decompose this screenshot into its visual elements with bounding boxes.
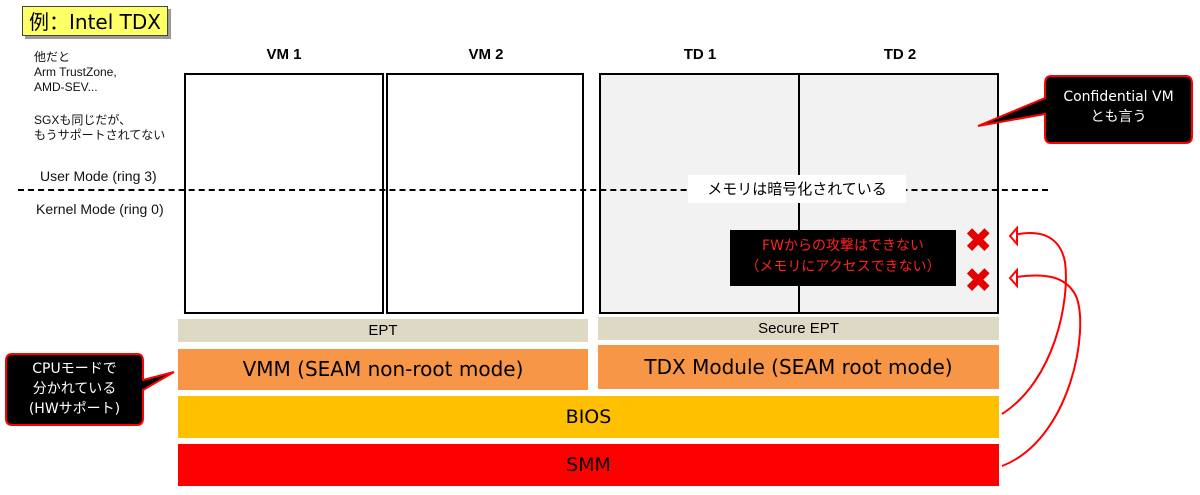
memory-encrypted-label: メモリは暗号化されている xyxy=(688,175,906,203)
confidential-vm-callout: Confidential VM とも言う xyxy=(1045,87,1192,127)
side-note-line: AMD-SEV... xyxy=(34,80,98,94)
side-note-line: もうサポートされてない xyxy=(34,128,166,142)
vmm-bar: VMM (SEAM non-root mode) xyxy=(178,349,588,390)
callout-line: 分かれている xyxy=(32,381,117,397)
tdx-module-bar: TDX Module (SEAM root mode) xyxy=(598,345,999,389)
title-tag: 例：Intel TDX xyxy=(22,6,168,36)
callout-line: CPUモードで xyxy=(32,361,117,377)
smm-bar: SMM xyxy=(178,444,999,486)
callout-line: とも言う xyxy=(1090,109,1147,125)
cpu-mode-callout-shape xyxy=(5,353,175,426)
bios-arrow-head xyxy=(1008,225,1018,247)
side-note-line: SGXも同じだが、 xyxy=(34,113,132,127)
fw-warning-line: （メモリにアクセスできない） xyxy=(745,259,941,275)
td1-label: TD 1 xyxy=(683,46,717,63)
smm-arrow-head xyxy=(1008,267,1018,289)
user-kernel-boundary xyxy=(18,189,1048,191)
confidential-vm-callout-shape xyxy=(977,75,1193,144)
x-mark-icon: ✖ xyxy=(964,221,993,261)
vm2-box xyxy=(386,73,584,314)
smm-attack-arrow xyxy=(1001,274,1082,467)
callout-line: Confidential VM xyxy=(1063,89,1174,105)
ept-bar: EPT xyxy=(178,319,588,342)
td2-label: TD 2 xyxy=(883,46,917,63)
side-note-line: Arm TrustZone, xyxy=(34,65,117,79)
bios-bar: BIOS xyxy=(178,396,999,438)
x-mark-icon: ✖ xyxy=(964,261,993,301)
bios-attack-arrow xyxy=(1001,232,1067,415)
cpu-mode-callout: CPUモードで 分かれている (HWサポート) xyxy=(6,359,143,419)
kernel-mode-label: Kernel Mode (ring 0) xyxy=(36,201,164,217)
vm1-box xyxy=(184,73,384,314)
side-note-sgx: SGXも同じだが、 もうサポートされてない xyxy=(34,113,165,143)
side-note-others: 他だと Arm TrustZone, AMD-SEV... xyxy=(34,50,117,95)
vm1-label: VM 1 xyxy=(266,46,302,63)
fw-attack-warning: FWからの攻撃はできない （メモリにアクセスできない） xyxy=(730,230,956,286)
callout-line: (HWサポート) xyxy=(28,401,121,417)
vm2-label: VM 2 xyxy=(468,46,504,63)
secure-ept-bar: Secure EPT xyxy=(598,317,999,340)
side-note-line: 他だと xyxy=(34,50,71,64)
fw-warning-line: FWからの攻撃はできない xyxy=(762,238,924,254)
user-mode-label: User Mode (ring 3) xyxy=(40,168,157,184)
